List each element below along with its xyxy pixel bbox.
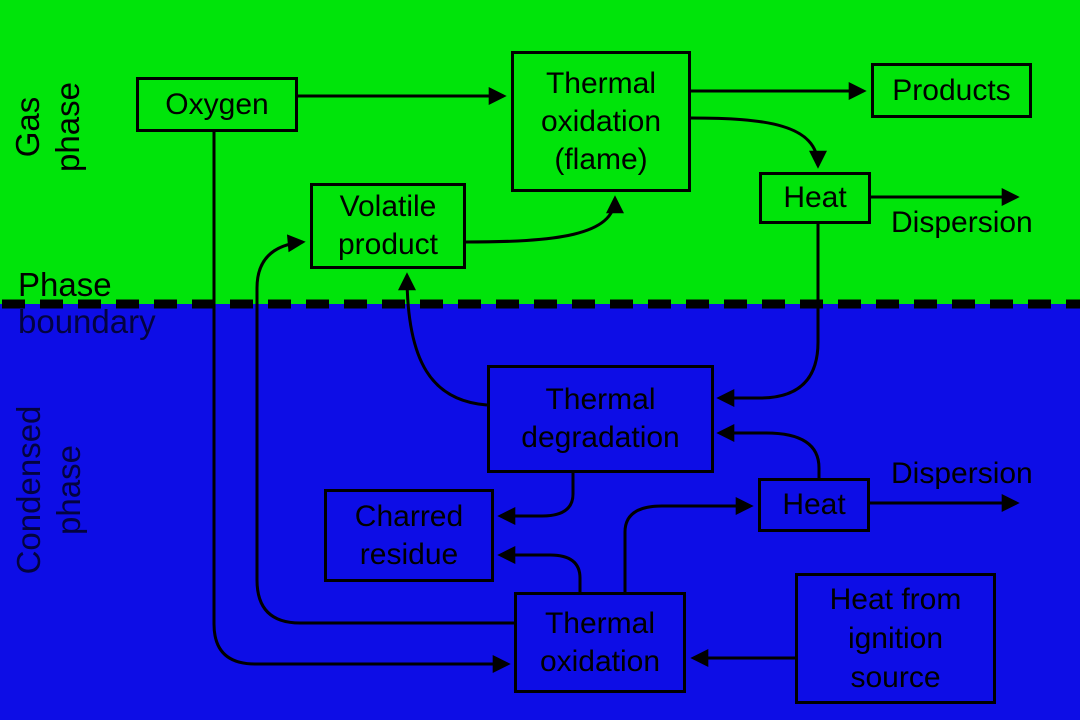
- oxygen-box: Oxygen: [136, 77, 298, 132]
- products-label: Products: [892, 73, 1011, 107]
- condensed-phase-label: Condensed phase: [9, 406, 89, 575]
- ignition-label-line2: ignition: [847, 622, 944, 655]
- gas-phase-label-line1: Gas: [9, 96, 46, 158]
- edge-thermalox-condensed-to-charred: [497, 546, 582, 592]
- edge-thermalox-condensed-to-heat: [623, 497, 754, 592]
- volatile-product-box: Volatile product: [310, 183, 466, 269]
- phase-boundary-label-line1: Phase: [18, 266, 112, 303]
- gas-phase-label-line2: phase: [49, 82, 86, 172]
- edge-oxygen-to-thermalox-condensed: [212, 131, 511, 673]
- condensed-phase-label-line2: phase: [50, 445, 87, 535]
- volatile-label-line2: product: [337, 228, 439, 261]
- charred-label-line2: residue: [359, 537, 459, 571]
- degradation-label-line1: Thermal: [545, 383, 656, 416]
- phase-boundary-label-line2: boundary: [18, 303, 156, 340]
- heat-condensed-label: Heat: [782, 488, 846, 521]
- phase-boundary-label: Phase boundary: [18, 266, 156, 340]
- edge-thermalox-condensed-to-volatile: [255, 234, 514, 625]
- edge-heat-gas-to-degradation: [716, 224, 820, 407]
- gas-phase-region: [0, 0, 1080, 304]
- flame-label-line3: (flame): [554, 142, 648, 176]
- dispersion-gas-label: Dispersion: [891, 206, 1033, 239]
- dispersion-condensed-label: Dispersion: [891, 457, 1033, 490]
- edge-heat-condensed-to-degradation: [716, 424, 821, 478]
- edge-flame-to-heat-gas: [689, 116, 827, 169]
- charred-label-line1: Charred: [354, 499, 464, 533]
- flame-label-line2: oxidation: [540, 104, 662, 138]
- heat-gas-box: Heat: [759, 172, 871, 224]
- edge-volatile-to-flame: [464, 195, 624, 244]
- condensed-phase-label-line1: Condensed: [10, 405, 47, 575]
- heat-gas-label: Heat: [783, 181, 847, 214]
- gas-phase-label: Gas phase: [8, 82, 88, 172]
- edge-degradation-to-charred: [497, 473, 575, 525]
- thermal-degradation-box: Thermal degradation: [487, 365, 714, 473]
- ignition-label-line1: Heat from: [829, 583, 962, 616]
- edge-degradation-to-volatile: [398, 272, 488, 407]
- thermal-oxidation-condensed-box: Thermal oxidation: [514, 592, 686, 693]
- thermalox-condensed-label-line2: oxidation: [539, 644, 661, 678]
- products-box: Products: [871, 63, 1032, 118]
- degradation-label-line2: degradation: [521, 421, 680, 454]
- charred-residue-box: Charred residue: [324, 489, 494, 582]
- ignition-label-line3: source: [850, 661, 941, 694]
- volatile-label-line1: Volatile: [339, 190, 437, 223]
- heat-from-ignition-source-box: Heat from ignition source: [795, 573, 996, 704]
- thermalox-condensed-label-line1: Thermal: [544, 606, 656, 640]
- flame-label-line1: Thermal: [545, 66, 657, 100]
- thermal-oxidation-flame-box: Thermal oxidation (flame): [511, 51, 691, 192]
- condensed-phase-region: [0, 304, 1080, 720]
- heat-condensed-box: Heat: [758, 478, 870, 532]
- oxygen-label: Oxygen: [165, 87, 269, 121]
